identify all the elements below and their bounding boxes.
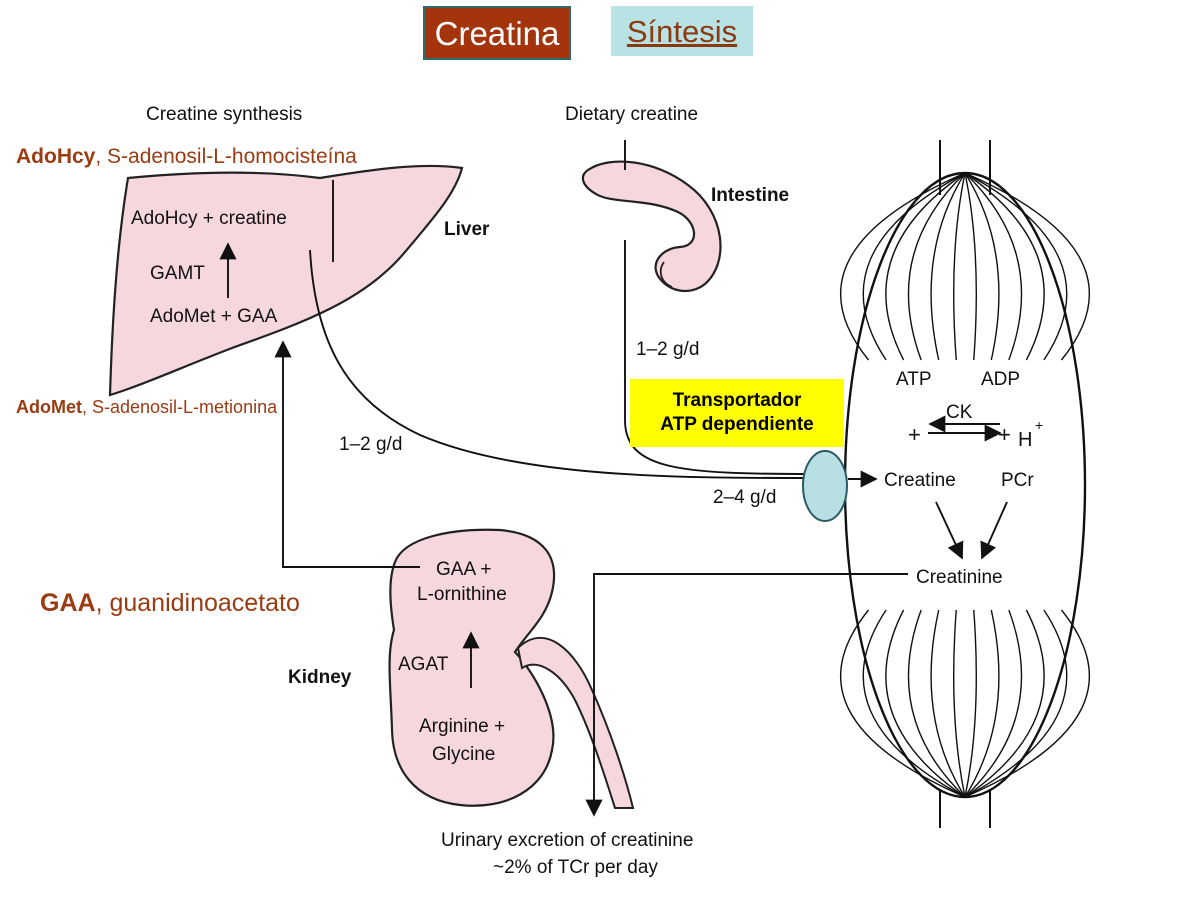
- creatina-button-label: Creatina: [434, 14, 560, 52]
- adohcy-abbr: AdoHcy: [16, 145, 96, 168]
- ck-label: CK: [946, 402, 973, 423]
- gaa-abbr: GAA: [40, 589, 96, 617]
- kidney-product-label-2: L-ornithine: [417, 584, 507, 605]
- atp-label: ATP: [896, 369, 932, 390]
- fiber-striation: [964, 172, 1000, 361]
- sintesis-link-label: Síntesis: [626, 13, 738, 49]
- muscle-fiber-lines: [839, 172, 1091, 798]
- intestine-label: Intestine: [711, 185, 789, 206]
- adohcy-note: AdoHcy, S-adenosil-L-homocisteína: [16, 146, 357, 167]
- liver-shape: [108, 164, 464, 397]
- creatine-synthesis-label: Creatine synthesis: [146, 104, 302, 125]
- h-charge-label: +: [1035, 417, 1043, 433]
- dietary-creatine-label: Dietary creatine: [565, 104, 698, 125]
- h-label: H: [1018, 429, 1032, 451]
- fiber-striation: [964, 172, 1091, 361]
- fiber-striation: [964, 609, 1068, 798]
- transporter-oval: [802, 450, 848, 522]
- adomet-note: AdoMet, S-adenosil-L-metionina: [16, 398, 277, 416]
- fiber-striation: [964, 609, 1000, 798]
- creatine-label: Creatine: [884, 470, 956, 491]
- kidney-substrate-label-2: Glycine: [432, 744, 495, 765]
- fiber-striation: [953, 609, 966, 798]
- liver-label: Liver: [444, 219, 490, 240]
- fiber-striation: [907, 609, 966, 798]
- sintesis-link[interactable]: Síntesis: [611, 6, 753, 56]
- fiber-striation: [964, 172, 977, 361]
- fiber-striation: [964, 172, 1023, 361]
- liver-enzyme-label: GAMT: [150, 263, 205, 284]
- plus-right-label: +: [998, 422, 1011, 447]
- fiber-striation: [953, 172, 966, 361]
- fiber-striation: [862, 609, 966, 798]
- fiber-striation: [964, 609, 1023, 798]
- fiber-striation: [930, 609, 966, 798]
- fiber-striation: [885, 172, 966, 361]
- fiber-striation: [907, 172, 966, 361]
- fiber-striation: [885, 609, 966, 798]
- plus-left-label: +: [908, 422, 921, 447]
- fiber-striation: [862, 172, 966, 361]
- fiber-striation: [964, 609, 1045, 798]
- flow-liver-label: 1–2 g/d: [339, 434, 402, 455]
- kidney-enzyme-label: AGAT: [398, 654, 449, 675]
- transporter-callout: Transportador ATP dependiente: [630, 379, 844, 447]
- excretion-label-2: ~2% of TCr per day: [493, 857, 658, 878]
- adohcy-definition: , S-adenosil-L-homocisteína: [95, 145, 357, 168]
- fiber-striation: [964, 609, 1091, 798]
- fiber-striation: [964, 609, 977, 798]
- gaa-definition: , guanidinoacetato: [95, 589, 300, 617]
- creatinine-label: Creatinine: [916, 567, 1003, 588]
- ureter-shape: [516, 636, 635, 809]
- creatina-button[interactable]: Creatina: [423, 6, 571, 60]
- muscle-fiber: [843, 140, 1087, 828]
- pathway-lines: [219, 140, 1008, 817]
- transporter-line-2: ATP dependiente: [660, 414, 814, 435]
- gaa-note: GAA, guanidinoacetato: [40, 591, 300, 616]
- flow-total-label: 2–4 g/d: [713, 487, 776, 508]
- fiber-striation: [964, 172, 1045, 361]
- excretion-label-1: Urinary excretion of creatinine: [441, 830, 693, 851]
- fiber-striation: [964, 172, 1068, 361]
- intestine-shape: [581, 160, 722, 293]
- liver-substrate-label: AdoMet + GAA: [150, 306, 278, 327]
- pcr-label: PCr: [1001, 470, 1034, 491]
- fiber-striation: [839, 609, 966, 798]
- fiber-striation: [930, 172, 966, 361]
- liver-product-label: AdoHcy + creatine: [131, 208, 287, 229]
- kidney-label: Kidney: [288, 667, 352, 688]
- transporter-line-1: Transportador: [672, 390, 802, 412]
- fiber-striation: [839, 172, 966, 361]
- adomet-abbr: AdoMet: [16, 397, 82, 417]
- kidney-substrate-label-1: Arginine +: [419, 716, 505, 737]
- kidney-product-label-1: GAA +: [436, 559, 491, 580]
- adp-label: ADP: [981, 369, 1020, 390]
- adomet-definition: , S-adenosil-L-metionina: [82, 397, 278, 417]
- flow-diet-label: 1–2 g/d: [636, 339, 699, 360]
